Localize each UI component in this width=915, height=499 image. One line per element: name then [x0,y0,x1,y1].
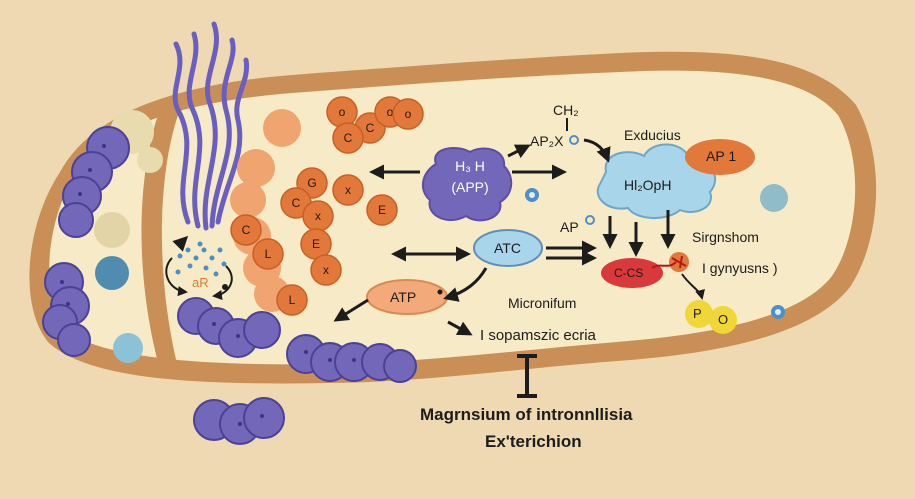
orange-granule-label: o [339,105,346,119]
orange-granule [332,174,364,206]
small-ring [569,135,579,145]
flagella [172,21,250,231]
arrow-up-right [507,144,531,159]
ccs-label: C-CS [614,266,644,280]
swirl-arrow [165,257,188,297]
ap-label: AP [560,219,579,235]
vesicle [94,212,130,248]
orange-granule [366,194,398,226]
p-label: P [693,306,702,321]
micronifum-label: Micronifum [508,295,577,311]
arrow-atp-left [333,298,369,322]
orange-granule-label: C [344,131,353,145]
orange-granule [252,238,284,270]
orange-granule [230,214,262,246]
ch2-label: CH₂ [553,102,579,118]
gnynusns-label: I gynyusns ) [702,260,778,276]
h2oph-label: Hl₂OpH [624,177,672,193]
app-complex-label: H₃ H [455,158,485,174]
caption-line-2: Ex'terichion [485,432,582,451]
orange-granule-label: E [312,237,320,251]
signshom-label: Sirgnshom [692,229,759,245]
pathway-arrows [333,118,705,398]
blue-dot-core [529,192,535,198]
dot-marker [437,289,443,295]
orange-granule-label: C [242,223,251,237]
small-ring [585,215,595,225]
caption-line-1: Magrnsium of intronnllisia [420,405,633,424]
orange-granule-label: E [378,203,386,217]
arrow-atp-down [447,320,473,336]
arrow-to-atp [443,267,488,302]
granule-specks [60,144,356,426]
vesicle [137,147,163,173]
blue-vesicle [95,256,129,290]
arrow-curve [583,138,611,163]
ar-label: aR [192,275,209,290]
purple-arrow [172,235,189,252]
blue-vesicle [113,333,143,363]
app-complex-blob [421,147,513,222]
orange-granule-label: L [289,293,296,307]
blue-dot-core [775,309,781,315]
o-molecule [709,306,737,334]
ap1-organelle [685,139,755,175]
orange-granule [392,98,424,130]
ccs-organelle [601,258,663,288]
p-molecule [685,300,713,328]
ap1-label: AP 1 [706,148,737,164]
swirl-arrow [212,265,233,300]
dot-marker [222,284,228,290]
orange-granule-label: x [323,263,329,277]
atp-label: ATP [390,289,417,305]
orange-granule-label: o [387,105,394,119]
vesicle [760,184,788,212]
ap2x-label: AP₂X [530,133,564,149]
atc-organelle [473,229,543,267]
orange-granule-label: L [265,247,272,261]
orange-granule-label: o [405,107,412,121]
orange-granule-label: x [315,209,321,223]
h2oph-cloud [596,143,717,219]
app-complex-sublabel: (APP) [451,179,489,195]
signal-tangle [651,255,687,269]
orange-granule [332,122,364,154]
sopamszic-label: I sopamszic ecria [480,327,596,344]
orange-granule-label: C [292,196,301,210]
orange-granule-label: x [345,183,351,197]
atc-label: ATC [494,240,521,256]
exducius-label: Exducius [624,127,681,143]
orange-granule-label: G [307,176,316,190]
orange-granule [276,284,308,316]
orange-granule-label: C [366,121,375,135]
o-label: O [718,312,729,327]
orange-granule [310,254,342,286]
arrow-to-p [681,273,705,300]
